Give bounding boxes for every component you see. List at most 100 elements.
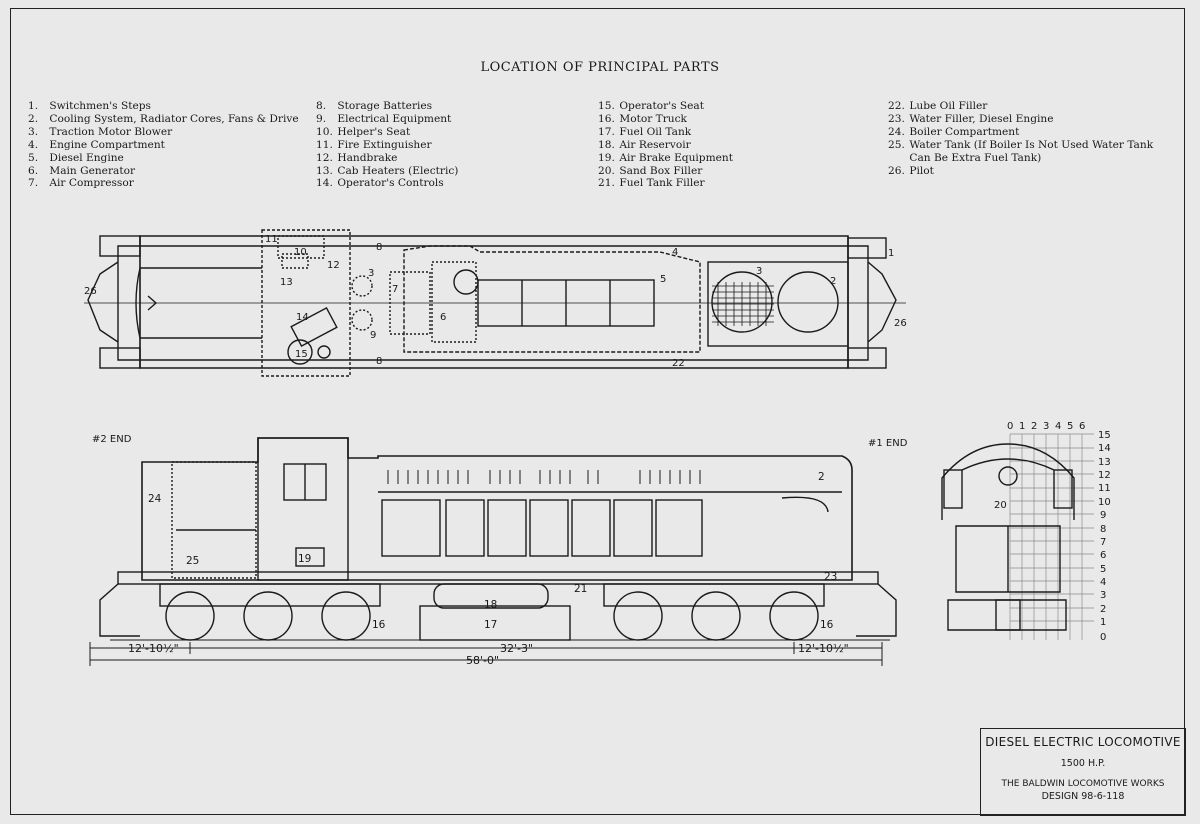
svg-text:14: 14 xyxy=(296,312,309,323)
sheet-border xyxy=(10,8,1185,815)
svg-text:5: 5 xyxy=(1067,421,1073,432)
svg-text:6: 6 xyxy=(1079,421,1085,432)
svg-text:13: 13 xyxy=(1098,457,1111,468)
svg-text:18: 18 xyxy=(484,599,497,611)
svg-text:2: 2 xyxy=(1100,604,1106,615)
svg-text:32'-3": 32'-3" xyxy=(500,642,533,655)
svg-text:2: 2 xyxy=(1031,421,1037,432)
svg-text:11: 11 xyxy=(265,234,278,245)
legend-item: 23. Water Filler, Diesel Engine xyxy=(888,112,1054,125)
legend-item: 18. Air Reservoir xyxy=(598,138,691,151)
svg-text:3: 3 xyxy=(756,266,762,277)
svg-text:12'-10½": 12'-10½" xyxy=(798,642,849,655)
svg-text:9: 9 xyxy=(370,330,376,341)
svg-text:16: 16 xyxy=(820,619,834,631)
legend-item: 11. Fire Extinguisher xyxy=(316,138,432,151)
legend-column-3: 15. Operator's Seat 16. Motor Truck 17. … xyxy=(598,100,733,190)
svg-text:6: 6 xyxy=(440,312,446,323)
legend-item: 7. Air Compressor xyxy=(28,177,134,190)
svg-text:1: 1 xyxy=(1019,421,1025,432)
title-block-line-4: DESIGN 98-6-118 xyxy=(1041,791,1125,802)
legend-item: 15. Operator's Seat xyxy=(598,100,705,112)
legend-item: 14. Operator's Controls xyxy=(316,177,444,190)
svg-text:4: 4 xyxy=(1100,577,1106,588)
svg-text:12'-10½": 12'-10½" xyxy=(128,642,179,655)
legend-item: 16. Motor Truck xyxy=(598,112,687,125)
legend-column-1: 1. Switchmen's Steps 2. Cooling System, … xyxy=(28,100,299,190)
svg-text:19: 19 xyxy=(298,553,311,565)
front-view xyxy=(941,443,1075,631)
svg-text:7: 7 xyxy=(1100,537,1106,548)
elevation-callouts: 24 25 19 2 18 17 21 23 16 16 xyxy=(148,471,837,631)
drawing-title: LOCATION OF PRINCIPAL PARTS xyxy=(480,60,720,75)
plan-view xyxy=(84,229,906,377)
svg-text:1: 1 xyxy=(1100,617,1106,628)
svg-text:15: 15 xyxy=(295,349,308,360)
svg-text:16: 16 xyxy=(372,619,386,631)
legend-item: 24. Boiler Compartment xyxy=(888,125,1020,138)
svg-text:4: 4 xyxy=(672,247,678,258)
legend-column-4: 22. Lube Oil Filler 23. Water Filler, Di… xyxy=(888,100,1153,177)
svg-text:2: 2 xyxy=(818,471,825,483)
svg-text:25: 25 xyxy=(186,555,199,567)
legend-item: 4. Engine Compartment xyxy=(28,138,165,151)
svg-text:58'-0": 58'-0" xyxy=(466,654,499,667)
legend-item: 6. Main Generator xyxy=(28,164,136,177)
svg-text:3: 3 xyxy=(1100,590,1106,601)
svg-text:26: 26 xyxy=(84,286,97,297)
title-block-line-2: 1500 H.P. xyxy=(1060,758,1106,769)
title-block-line-1: DIESEL ELECTRIC LOCOMOTIVE xyxy=(985,735,1181,749)
svg-text:17: 17 xyxy=(484,619,497,631)
svg-text:10: 10 xyxy=(1098,497,1111,508)
svg-text:24: 24 xyxy=(148,493,162,505)
legend-item: Can Be Extra Fuel Tank) xyxy=(909,151,1042,164)
svg-text:8: 8 xyxy=(1100,524,1106,535)
svg-text:15: 15 xyxy=(1098,430,1111,441)
legend-item: 22. Lube Oil Filler xyxy=(888,100,988,112)
title-block: DIESEL ELECTRIC LOCOMOTIVE 1500 H.P. THE… xyxy=(980,728,1186,816)
svg-text:23: 23 xyxy=(824,571,837,583)
legend-item: 3. Traction Motor Blower xyxy=(28,125,173,138)
svg-text:#1 END: #1 END xyxy=(868,438,908,449)
svg-text:14: 14 xyxy=(1098,443,1111,454)
legend-item: 10. Helper's Seat xyxy=(316,125,411,138)
svg-text:12: 12 xyxy=(1098,470,1111,481)
svg-text:2: 2 xyxy=(830,276,836,287)
front-view-grid xyxy=(1009,433,1094,640)
legend-item: 12. Handbrake xyxy=(316,151,398,164)
svg-text:5: 5 xyxy=(660,274,666,285)
legend-item: 2. Cooling System, Radiator Cores, Fans … xyxy=(28,112,299,125)
dimension-labels: 12'-10½" 32'-3" 12'-10½" 58'-0" xyxy=(128,642,849,667)
svg-text:26: 26 xyxy=(894,318,907,329)
svg-text:9: 9 xyxy=(1100,510,1106,521)
legend-item: 25. Water Tank (If Boiler Is Not Used Wa… xyxy=(888,138,1154,151)
legend-item: 5. Diesel Engine xyxy=(28,151,124,164)
svg-text:3: 3 xyxy=(1043,421,1049,432)
front-view-scale: 0 1 2 3 4 5 6 15 14 13 12 11 10 9 8 7 6 … xyxy=(994,421,1111,643)
svg-text:13: 13 xyxy=(280,277,293,288)
plan-callouts: 11 10 12 13 8 3 7 9 4 5 6 14 15 8 3 2 22… xyxy=(84,234,907,369)
svg-text:22: 22 xyxy=(672,358,685,369)
svg-text:0: 0 xyxy=(1100,632,1106,643)
svg-text:10: 10 xyxy=(294,247,307,258)
svg-text:3: 3 xyxy=(368,268,374,279)
title-block-line-3: THE BALDWIN LOCOMOTIVE WORKS xyxy=(1001,779,1165,789)
svg-text:8: 8 xyxy=(376,356,382,367)
svg-text:#2 END: #2 END xyxy=(92,434,132,445)
legend-item: 19. Air Brake Equipment xyxy=(598,151,733,164)
legend-column-2: 8. Storage Batteries 9. Electrical Equip… xyxy=(316,100,458,190)
legend-item: 26. Pilot xyxy=(888,164,934,177)
end-labels: #2 END #1 END xyxy=(92,434,908,449)
legend-item: 13. Cab Heaters (Electric) xyxy=(316,164,459,177)
svg-text:8: 8 xyxy=(376,242,382,253)
svg-text:0: 0 xyxy=(1007,421,1013,432)
legend-item: 9. Electrical Equipment xyxy=(316,112,452,125)
legend-item: 8. Storage Batteries xyxy=(316,100,433,112)
legend-item: 17. Fuel Oil Tank xyxy=(598,125,692,138)
svg-text:6: 6 xyxy=(1100,550,1106,561)
svg-text:5: 5 xyxy=(1100,564,1106,575)
svg-text:21: 21 xyxy=(574,583,587,595)
svg-text:7: 7 xyxy=(392,284,398,295)
svg-text:12: 12 xyxy=(327,260,340,271)
